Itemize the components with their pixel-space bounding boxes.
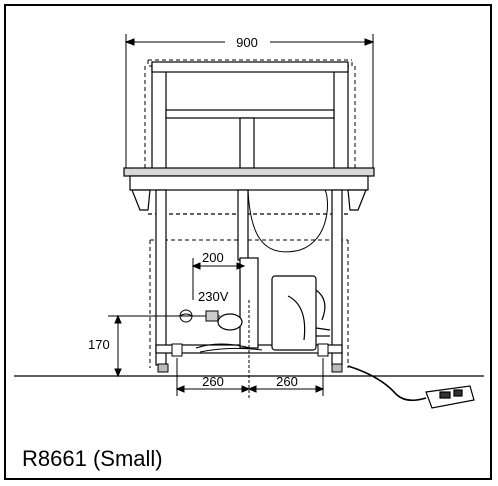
control-box (271, 275, 331, 351)
foot-pads (157, 343, 343, 373)
dim-260-left-label: 260 (202, 374, 224, 389)
dim-200-label: 200 (202, 250, 224, 265)
foot-switch-cable (347, 365, 427, 402)
table-top (123, 167, 375, 215)
cable (247, 189, 328, 253)
dimension-170 (108, 314, 204, 378)
dim-170-label: 170 (88, 337, 110, 352)
base-cables (195, 343, 263, 353)
figure-caption: R8661 (Small) (22, 446, 163, 471)
foot-switch (425, 385, 475, 409)
dimension-900 (124, 34, 375, 170)
dimension-260-pair (175, 300, 325, 400)
upper-frame (151, 61, 349, 171)
dim-900-label: 900 (236, 35, 258, 50)
dim-260-right-label: 260 (276, 374, 298, 389)
voltage-label: 230V (198, 289, 229, 304)
dimension-200 (191, 258, 246, 300)
